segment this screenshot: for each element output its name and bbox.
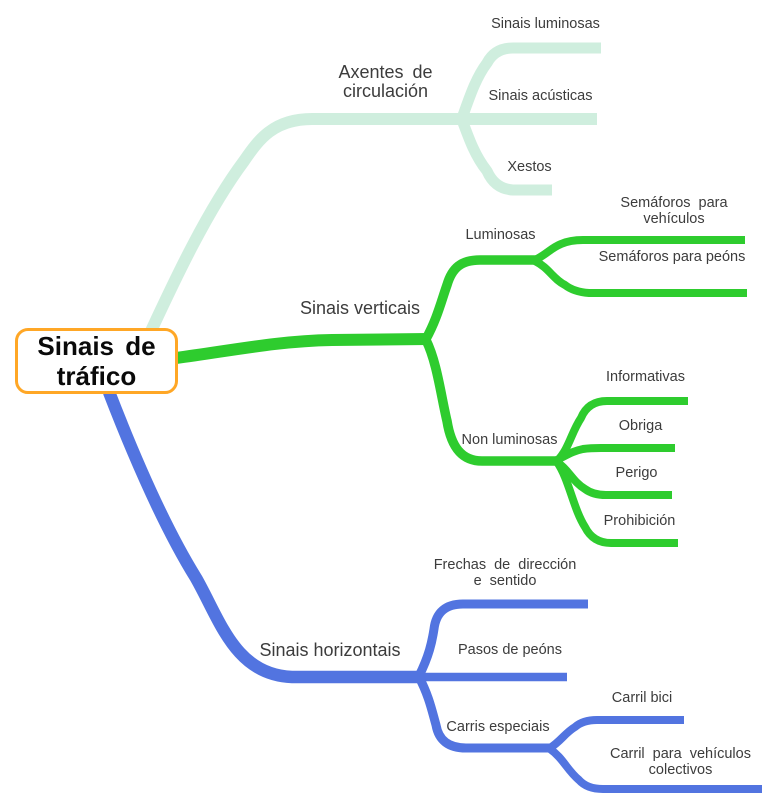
- branch-line-non-luminosas: [421, 337, 560, 466]
- branch-line-axentes-trunk: [145, 113, 597, 334]
- branch-line-carril-bici: [547, 716, 684, 752]
- branch-line-informativas: [554, 397, 688, 464]
- branch-line-sinais-luminosas: [455, 42, 601, 123]
- branch-line-horizontais-trunk: [103, 389, 421, 684]
- node-label-prohibicion[interactable]: Prohibición: [603, 513, 676, 529]
- node-label-non-luminosas[interactable]: Non luminosas: [461, 432, 558, 448]
- node-label-carris-especiais[interactable]: Carris especiais: [446, 719, 550, 735]
- node-label-semaforos-peons[interactable]: Semáforos para peóns: [598, 249, 746, 265]
- node-label-carril-colectivos[interactable]: Carril para vehículos colectivos: [610, 746, 751, 778]
- node-label-carril-bici[interactable]: Carril bici: [611, 690, 673, 706]
- node-label-obriga[interactable]: Obriga: [618, 418, 663, 434]
- branch-line-semaforos-vehiculos: [533, 236, 745, 264]
- node-label-frechas[interactable]: Frechas de dirección e sentido: [433, 557, 577, 589]
- root-label: Sinais de tráfico: [37, 331, 156, 391]
- node-label-semaforos-vehiculos[interactable]: Semáforos para vehículos: [620, 195, 728, 227]
- node-label-xestos[interactable]: Xestos: [507, 159, 552, 175]
- branch-label-axentes[interactable]: Axentes de circulación: [338, 62, 433, 101]
- branch-line-carril-colectivos: [547, 745, 762, 793]
- node-label-perigo[interactable]: Perigo: [615, 465, 658, 481]
- branch-line-perigo: [554, 458, 672, 499]
- node-label-luminosas[interactable]: Luminosas: [465, 227, 536, 243]
- branch-line-luminosas: [421, 255, 539, 342]
- root-node[interactable]: Sinais de tráfico: [15, 328, 178, 394]
- branch-line-semaforos-peons: [533, 257, 747, 297]
- node-label-informativas[interactable]: Informativas: [606, 369, 685, 385]
- node-label-sinais-luminosas[interactable]: Sinais luminosas: [491, 16, 600, 32]
- branch-line-obriga: [555, 444, 675, 464]
- branch-line-prohibicion: [553, 459, 678, 547]
- branch-line-carris-especiais: [414, 674, 553, 753]
- node-label-pasos-peons[interactable]: Pasos de peóns: [458, 642, 562, 658]
- branch-line-frechas: [414, 599, 588, 679]
- branch-label-sinais-verticais[interactable]: Sinais verticais: [299, 298, 421, 318]
- branch-label-sinais-horizontais[interactable]: Sinais horizontais: [259, 640, 401, 660]
- branch-line-xestos: [455, 115, 552, 196]
- node-label-sinais-acusticas[interactable]: Sinais acústicas: [488, 88, 593, 104]
- branch-line-verticais-trunk: [175, 333, 429, 364]
